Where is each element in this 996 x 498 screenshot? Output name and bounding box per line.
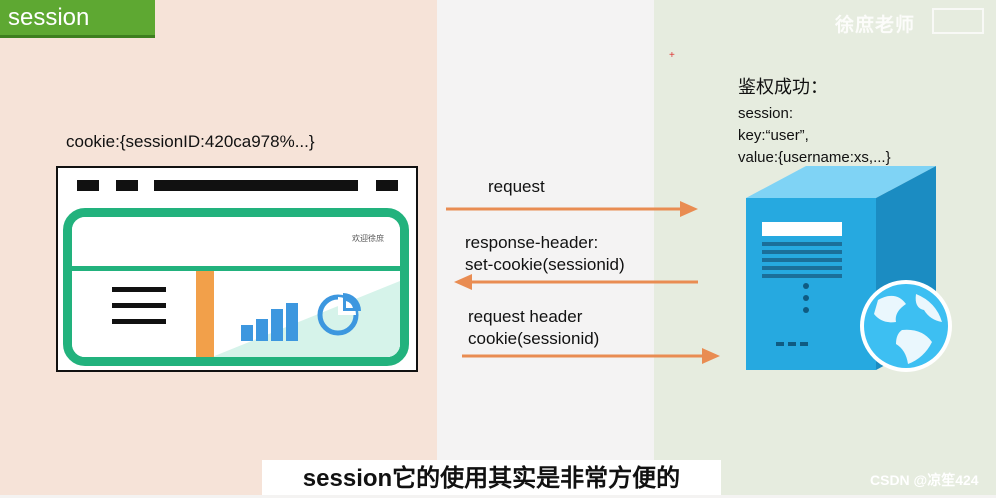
screen-header: 欢迎徐庶 [72,217,400,271]
response-arrow-left [454,274,698,290]
response-header-label: response-header: [465,233,599,252]
set-cookie-label: set-cookie(sessionid) [465,255,625,274]
cookie-label: cookie:{sessionID:420ca978%...} [66,132,315,151]
csdn-credit: CSDN @凉笙424 [870,472,979,488]
session-value-line: value:{username:xs,...} [738,149,891,166]
watermark-text: 徐庶老师 [835,15,916,36]
browser-window-illustration: 欢迎徐庶 [56,166,418,372]
menu-icon-line [112,287,166,292]
browser-toolbar-block [376,180,398,191]
slide-title: session [0,0,155,38]
cookie-sessionid-label: cookie(sessionid) [468,329,600,348]
server-icon [746,166,952,372]
auth-info: 鉴权成功： session: key:“user”, value:{userna… [738,73,891,169]
request-label: request [488,177,545,196]
browser-screen: 欢迎徐庶 [63,208,409,366]
bar-chart-icon-bar [271,309,283,341]
bar-chart-icon-bar [241,325,253,341]
screen-body [72,271,400,357]
menu-icon-line [112,319,166,324]
request-arrow-right [446,201,698,217]
browser-address-bar [154,180,358,191]
browser-toolbar-block [77,180,99,191]
subtitle-caption: session它的使用其实是非常方便的 [262,460,721,495]
watermark-logo [932,8,984,34]
menu-icon-line [112,303,166,308]
session-line: session: [738,105,794,122]
browser-toolbar-block [116,180,138,191]
auth-title: 鉴权成功： [738,77,828,97]
request-header-label: request header [468,307,583,326]
pie-chart-icon [317,293,361,336]
session-key-line: key:“user”, [738,127,809,144]
request-with-cookie-arrow-right [462,348,720,364]
network-panel [437,0,654,495]
bar-chart-icon-bar [256,319,268,341]
red-dot-marker: + [669,50,675,61]
bar-chart-icon-bar [286,303,298,341]
welcome-text: 欢迎徐庶 [352,234,384,243]
orange-divider [196,271,214,357]
